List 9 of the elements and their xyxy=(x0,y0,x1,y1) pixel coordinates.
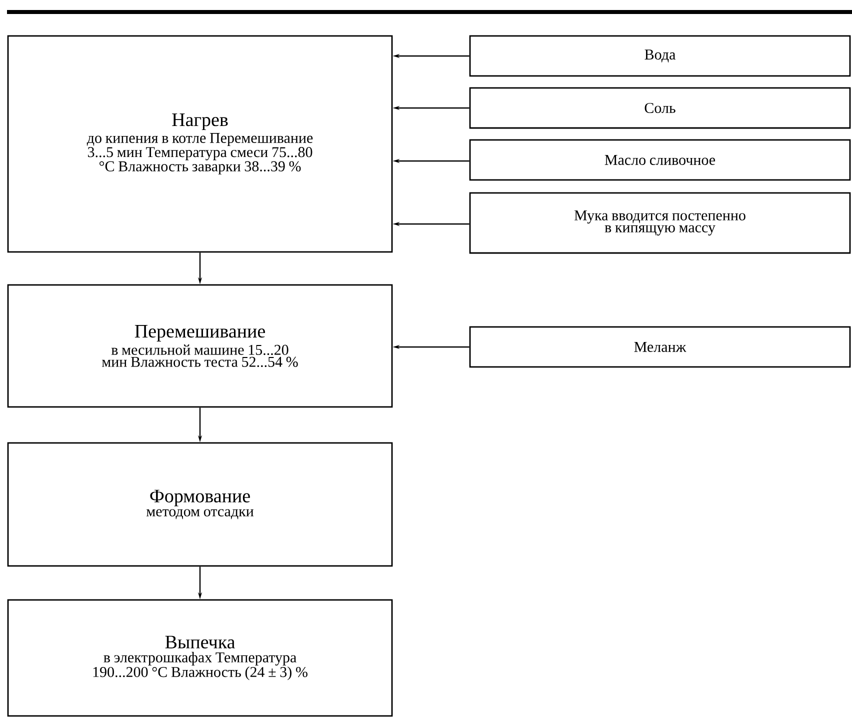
process-box: Формование методом отсадки xyxy=(7,442,393,567)
process-box: Нагрев до кипения в котле Перемешивание 3...5 мин Температура смеси 75...80 °C Влажность заварки 38...39 % xyxy=(7,35,393,253)
ingredient-box: Масло сливочное xyxy=(469,139,851,181)
ingredient-box: Меланж xyxy=(469,326,851,368)
ingredient-box: Вода xyxy=(469,35,851,77)
ingredient-box: Мука вводится постепенно в кипящую массу xyxy=(469,192,851,254)
ingredient-box: Соль xyxy=(469,87,851,129)
process-box: Перемешивание в месильной машине 15...20 мин Влажность теста 52...54 % xyxy=(7,284,393,408)
process-box: Выпечка в электрошкафах Температура 190...200 °C Влажность (24 ± 3) % xyxy=(7,599,393,717)
